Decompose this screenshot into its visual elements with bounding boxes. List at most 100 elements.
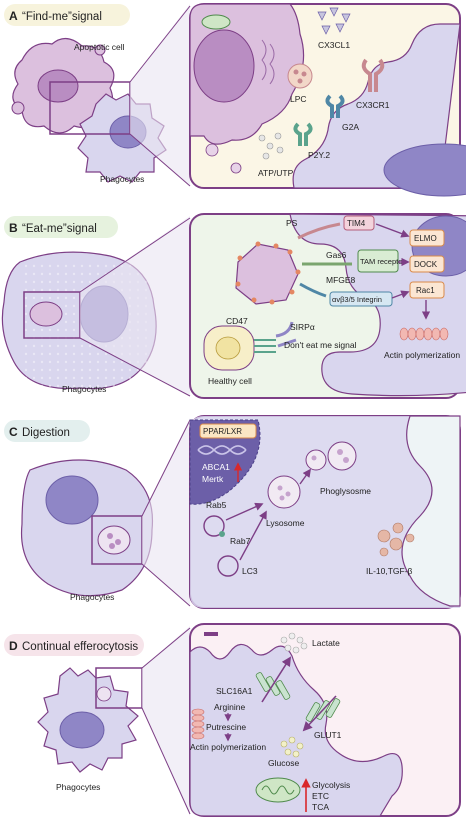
tca-label: TCA (312, 802, 329, 812)
vesicle (230, 162, 242, 174)
elmo-box (409, 229, 445, 247)
mfge8-label: MFGE8 (326, 275, 356, 285)
integrin-label: αvβ3/5 Integrin (332, 295, 382, 304)
cd47-sirpa-link (254, 339, 276, 353)
cx3cr1-receptor (361, 58, 385, 92)
cx3cr1-label: CX3CR1 (356, 100, 390, 110)
panel-b-header-bg (4, 216, 118, 238)
rab7-label: Rab7 (230, 536, 251, 546)
panel-c-title: Digestion (22, 427, 70, 439)
apoptotic-bleb (94, 44, 106, 56)
ps-label: PS (286, 218, 298, 228)
panel-c: C Digestion Phagocytes PPAR/LXR ABCA1 Me… (4, 415, 461, 609)
phagocyte-nucleus-detail-a (383, 143, 466, 197)
panel-d: D Continual efferocytosis Phagocytes Lac… (4, 623, 461, 817)
nucleus-c (189, 419, 261, 505)
p2y2-receptor (293, 122, 313, 146)
slc16a1-label: SLC16A1 (216, 686, 253, 696)
ps-dots (235, 241, 301, 305)
putrescine-label: Putrescine (206, 722, 246, 732)
integrin-box (329, 291, 393, 307)
panel-d-header-bg (4, 634, 144, 656)
apoptotic-cell-b (235, 243, 299, 305)
glucose-particles (280, 736, 304, 758)
lysosome-label: Lysosome (266, 518, 305, 528)
lactate-label: Lactate (312, 638, 340, 648)
apoptotic-nucleus (37, 69, 79, 103)
g2a-label: G2A (342, 122, 359, 132)
actin-filament (399, 327, 449, 341)
phagocytes-label-b: Phagocytes (62, 384, 106, 394)
tam-box (357, 249, 399, 273)
glucose-label: Glucose (268, 758, 299, 768)
phagocytes-label-d: Phagocytes (56, 782, 100, 792)
panel-d-letter: D (9, 639, 18, 653)
tam-label: TAM receptor (360, 257, 405, 266)
lysosome (267, 475, 301, 509)
zoom-cone-d (142, 626, 190, 816)
phagolysosome-detail (327, 441, 357, 471)
phagolysosome-detail (305, 449, 327, 471)
apoptotic-bleb (11, 101, 25, 115)
panel-d-title: Continual efferocytosis (22, 641, 138, 653)
abca1-label: ABCA1 (202, 462, 230, 472)
engulfed-cell-b (29, 301, 63, 327)
p2y2-label: P2Y.2 (308, 150, 330, 160)
gas6-label: Gas6 (326, 250, 347, 260)
tim4-box (343, 215, 375, 231)
phagocytes-label-c: Phagocytes (70, 592, 114, 602)
minus-icon (204, 632, 218, 636)
healthy-label: Healthy cell (208, 376, 252, 386)
il10-label: IL-10,TGF-β (366, 566, 413, 576)
cd47-label: CD47 (226, 316, 248, 326)
apoptotic-nucleus-detail (193, 29, 255, 103)
lpc-vesicle (287, 63, 313, 89)
dont-eat-label: Don't eat me signal (284, 340, 357, 350)
panel-b-title: “Eat-me”signal (22, 223, 97, 235)
vesicle-d (96, 686, 112, 702)
lactate-particles (280, 632, 308, 654)
glut1-label: GLUT1 (314, 730, 342, 740)
phagolysosome-c (97, 525, 131, 555)
apoptotic-cell-label: Apoptotic cell (74, 42, 125, 52)
atp-utp-label: ATP/UTP (258, 168, 294, 178)
cx3cl1-ligands (317, 7, 351, 35)
tim4-label: TIM4 (347, 219, 366, 228)
zoom-cone-b (80, 216, 190, 396)
lc3-label: LC3 (242, 566, 258, 576)
early-endosome (203, 515, 225, 537)
actin-label-d: Actin polymerization (190, 742, 266, 752)
dock-box (409, 255, 445, 273)
lpc-label: LPC (290, 94, 307, 104)
late-endosome (217, 555, 239, 577)
panel-c-header-bg (4, 420, 90, 442)
zoom-cone-a (130, 4, 190, 186)
zoom-cone-c (142, 418, 190, 606)
sirpa-label: SIRPα (290, 322, 315, 332)
rac1-label: Rac1 (416, 286, 435, 295)
rab5-label: Rab5 (206, 500, 227, 510)
ppar-label: PPAR/LXR (203, 427, 242, 436)
g2a-receptor (325, 94, 345, 118)
atp-utp-particles (258, 132, 284, 160)
etc-label: ETC (312, 791, 329, 801)
dna-icon (197, 445, 247, 455)
phagolysosome-label: Phoglysosme (320, 486, 371, 496)
panel-a: A “Find-me”signal Apoptotic cell Phagocy… (4, 3, 466, 197)
phagocyte-cytoplasm-c (190, 416, 460, 608)
rac1-box (409, 281, 445, 299)
panel-a-header-bg (4, 4, 130, 26)
actin-stack-d (191, 708, 205, 740)
cx3cl1-label: CX3CL1 (318, 40, 350, 50)
panel-b-letter: B (9, 221, 18, 235)
phagocytes-label-a: Phagocytes (100, 174, 144, 184)
glycolysis-label: Glycolysis (312, 780, 350, 790)
cytokine-particles (377, 522, 415, 557)
dock-label: DOCK (414, 260, 438, 269)
slc16a1-transporter (255, 672, 291, 700)
phagocyte-membrane-c (401, 415, 461, 607)
phagocyte-membrane-d (189, 643, 403, 817)
elmo-label: ELMO (414, 234, 437, 243)
